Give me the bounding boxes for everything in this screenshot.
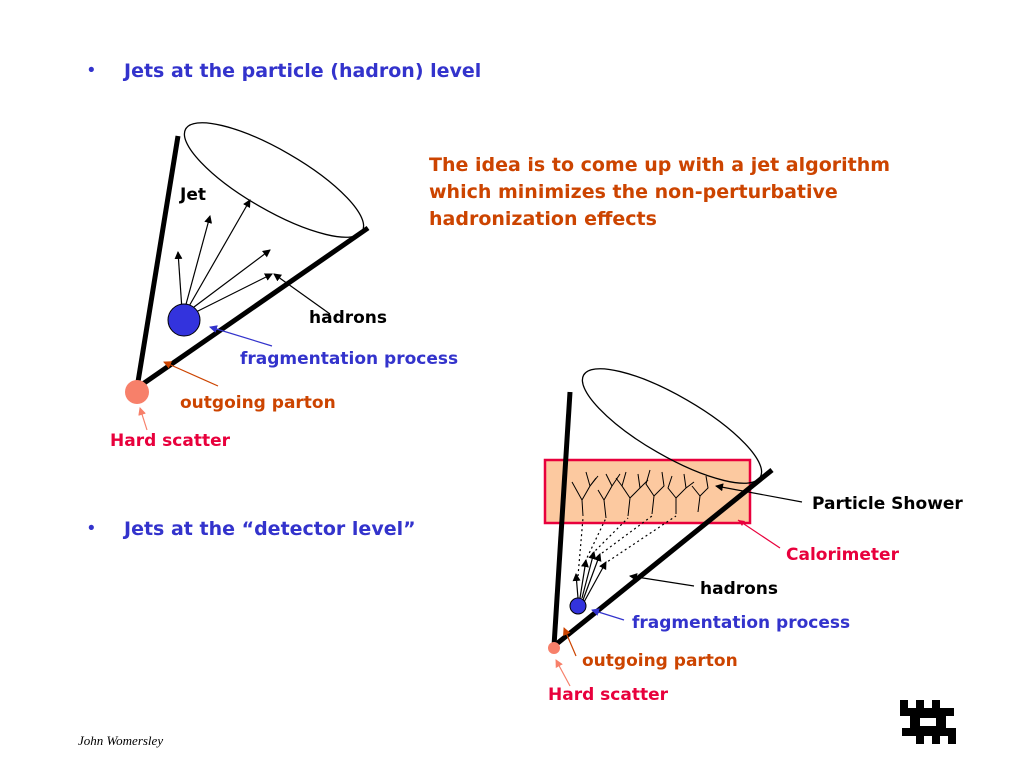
diagram-1-cone <box>125 122 370 431</box>
outgoing-parton-label: outgoing parton <box>180 393 336 413</box>
cone-1-mouth <box>183 122 365 238</box>
fragmentation-label: fragmentation process <box>240 349 459 369</box>
hadron-arrow <box>187 199 251 309</box>
hadron-arrow <box>191 273 273 315</box>
calorimeter-pointer <box>737 519 781 549</box>
hadron-arrow-2 <box>572 573 581 599</box>
cone-2-left-edge <box>551 391 573 647</box>
hard-scatter-pointer <box>138 407 148 431</box>
cone-1-right-edge <box>135 225 370 391</box>
hadron-arrow <box>184 215 213 309</box>
hadron-arrow-2 <box>581 551 597 599</box>
fragmentation-dot-2 <box>569 597 587 615</box>
fragmentation-label-2: fragmentation process <box>632 613 851 633</box>
fragmentation-pointer <box>209 325 273 347</box>
hadron-arrow-2 <box>583 561 607 603</box>
hadrons-pointer-2 <box>629 573 695 587</box>
hadrons-label-2: hadrons <box>700 579 779 599</box>
hadron-arrow <box>189 249 271 311</box>
fragmentation-dot <box>167 303 201 337</box>
particle-shower-label: Particle Shower <box>812 494 963 514</box>
bullet-dot-1: • <box>88 60 95 81</box>
cone-2-right-edge <box>552 468 774 648</box>
bullet-dot-2: • <box>88 518 95 539</box>
bullet-particle-level: Jets at the particle (hadron) level <box>124 60 482 82</box>
fermilab-logo-icon <box>900 700 956 744</box>
author-name: John Womersley <box>78 733 164 748</box>
hadrons-pointer <box>273 273 331 315</box>
fragmentation-pointer-2 <box>591 608 625 621</box>
cone-1-left-edge <box>134 135 181 389</box>
outgoing-pointer <box>163 361 219 387</box>
idea-line-3: hadronization effects <box>429 208 657 230</box>
hadron-arrow <box>174 251 183 311</box>
jet-label: Jet <box>180 185 206 205</box>
hadron-arrow-2 <box>582 553 602 601</box>
shower-pointer <box>715 483 803 503</box>
outgoing-parton-label-2: outgoing parton <box>582 651 738 671</box>
calorimeter-pointer-head <box>738 520 745 526</box>
diagram-2-cone <box>543 368 803 687</box>
outgoing-pointer-2 <box>563 627 577 657</box>
dotted-tracks <box>577 515 677 577</box>
hard-scatter-dot-2 <box>548 642 560 654</box>
hard-scatter-label-2: Hard scatter <box>548 685 669 705</box>
idea-line-2: which minimizes the non-perturbative <box>429 181 838 203</box>
hard-scatter-label: Hard scatter <box>110 431 231 451</box>
calorimeter-label: Calorimeter <box>786 545 899 565</box>
particle-shower <box>571 469 709 519</box>
hard-scatter-dot <box>125 380 149 404</box>
hadron-arrow-2 <box>579 559 589 599</box>
idea-text: The idea is to come up with a jet algori… <box>429 152 949 233</box>
idea-line-1: The idea is to come up with a jet algori… <box>429 154 891 176</box>
hard-scatter-pointer-2 <box>555 659 571 687</box>
bullet-detector-level: Jets at the “detector level” <box>124 518 416 540</box>
hadrons-label: hadrons <box>309 308 388 328</box>
